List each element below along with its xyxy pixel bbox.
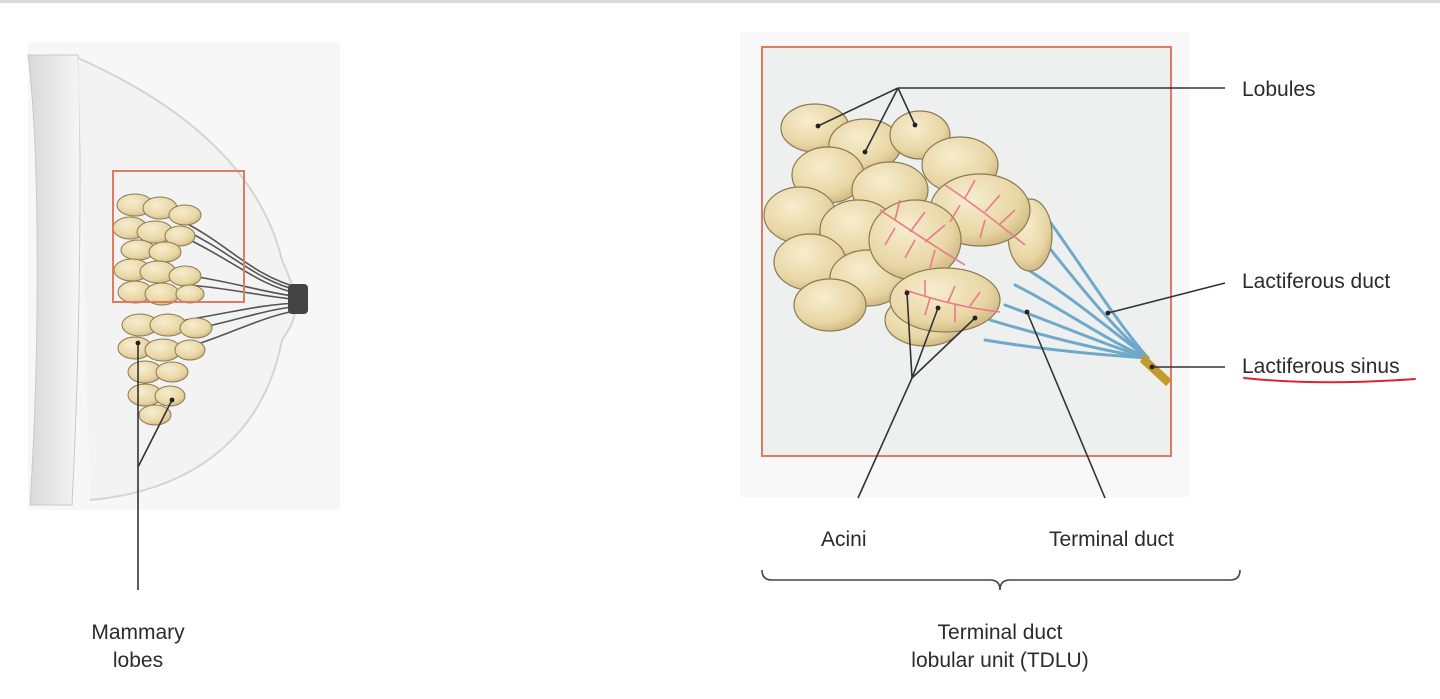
top-border [0,0,1440,3]
terminal-duct-leader [1026,311,1106,499]
tdlu-leader-lines [817,87,1226,499]
label-tdlu-line2: lobular unit (TDLU) [911,649,1089,672]
leader-dot [169,397,175,403]
label-mammary-lobes-line1: Mammary [91,621,185,644]
lactiferous-duct-leader [1107,282,1226,314]
tdlu-magnified-illustration [740,32,1190,497]
label-mammary-lobes-line2: lobes [112,649,164,672]
annotation-red-underline [1243,377,1416,384]
highlight-box-large [761,46,1172,457]
label-lactiferous-duct: Lactiferous duct [1242,270,1391,293]
breast-cross-section-illustration [27,42,340,510]
acini-leader [857,377,913,499]
leader-dots [815,122,1155,370]
chest-wall [27,54,81,506]
label-mammary-lobes: Mammary lobes [78,619,198,675]
label-tdlu: Terminal duct lobular unit (TDLU) [880,619,1120,675]
label-tdlu-line1: Terminal duct [937,621,1063,644]
label-acini: Acini [821,528,867,551]
highlight-box-small [112,170,245,303]
nipple [288,284,308,314]
lobules [763,103,1053,347]
tdlu-brace [761,569,1241,591]
leader-dot [135,340,141,346]
label-lactiferous-sinus: Lactiferous sinus [1242,355,1400,378]
mammary-lobes-leader-lines [137,343,173,590]
label-terminal-duct: Terminal duct [1049,528,1174,551]
acini-vessels [879,179,1026,322]
mammary-lobe-clusters [112,193,213,426]
lactiferous-sinus [1140,354,1172,386]
label-lobules: Lobules [1242,78,1316,101]
